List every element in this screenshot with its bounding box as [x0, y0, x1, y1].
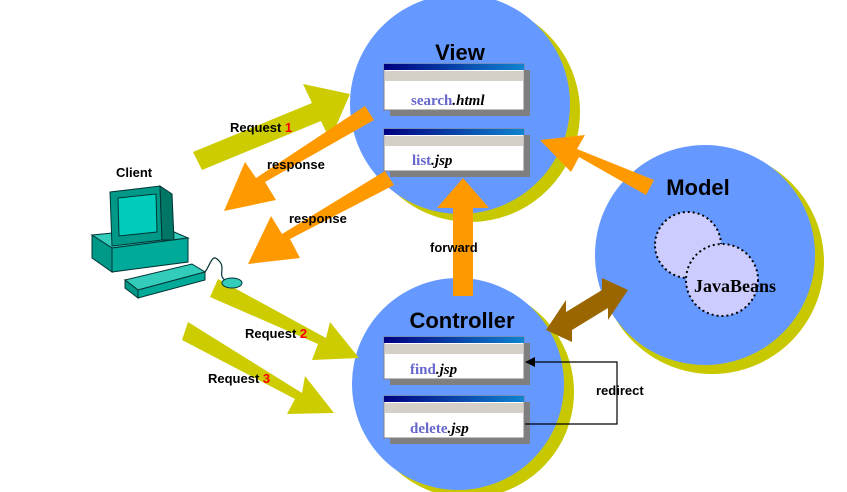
model-controller-arrow [546, 278, 628, 342]
redirect-label: redirect [596, 383, 644, 398]
request-2-arrow [210, 279, 359, 360]
request-3-arrow [182, 322, 334, 414]
page-window-list: list.jsp [383, 128, 530, 177]
response-2-arrow [248, 171, 394, 264]
forward-arrow [437, 178, 489, 296]
model-node: Model JavaBeans [595, 145, 824, 374]
model-to-view-arrow [540, 135, 654, 195]
view-title: View [435, 40, 486, 65]
page-window-find: find.jsp [383, 336, 530, 385]
forward-label: forward [430, 240, 478, 255]
client-label: Client [116, 165, 153, 180]
request-1-label: Request 1 [230, 120, 292, 135]
request-2-label: Request 2 [245, 326, 307, 341]
page-list[interactable]: list.jsp [412, 153, 453, 169]
redirect-connector [525, 357, 618, 425]
controller-title: Controller [409, 308, 515, 333]
javabeans-label: JavaBeans [694, 276, 776, 296]
page-window-delete: delete.jsp [383, 395, 530, 444]
page-window-search: search.html [383, 63, 530, 116]
request-3-label: Request 3 [208, 371, 270, 386]
model-title: Model [666, 175, 730, 200]
page-delete[interactable]: delete.jsp [410, 421, 469, 437]
response-2-label: response [289, 211, 347, 226]
request-1-arrow [193, 84, 350, 170]
page-find[interactable]: find.jsp [410, 362, 458, 378]
client-computer [90, 185, 243, 300]
bean-circle-front [685, 243, 759, 317]
page-search[interactable]: search.html [411, 93, 485, 109]
response-1-label: response [267, 157, 325, 172]
response-1-arrow [224, 106, 374, 211]
